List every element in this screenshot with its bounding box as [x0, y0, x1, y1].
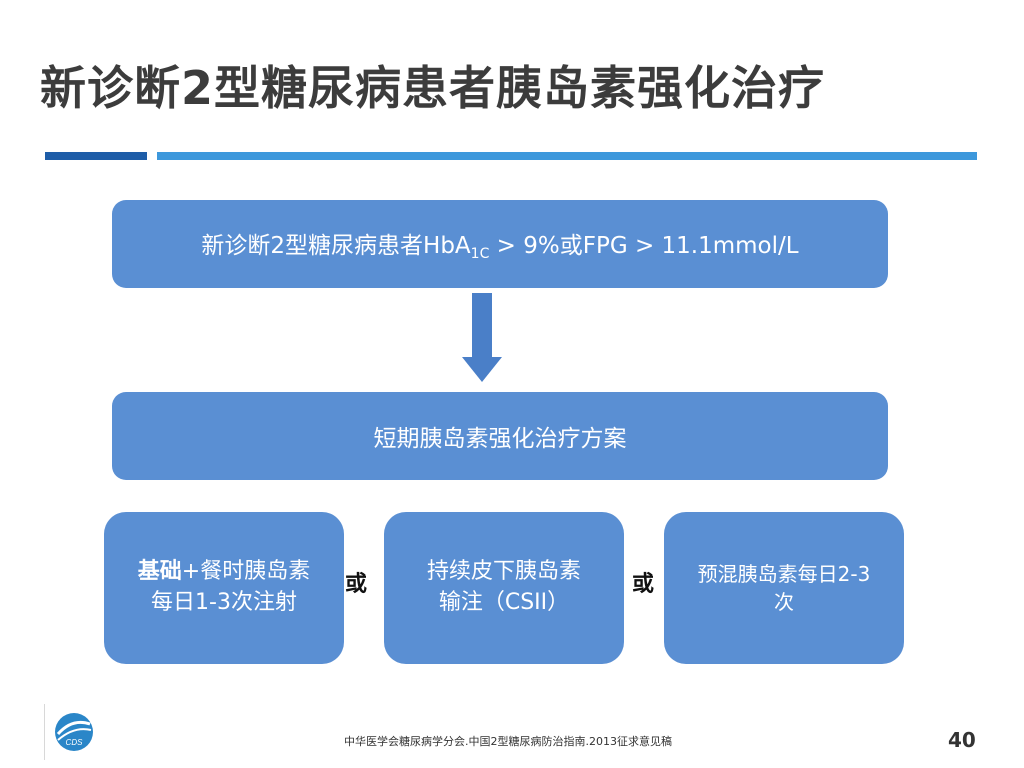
- criteria-box: 新诊断2型糖尿病患者HbA1C > 9%或FPG > 11.1mmol/L: [112, 200, 888, 288]
- title-rule-light: [157, 152, 977, 160]
- or-label-1: 或: [345, 572, 368, 597]
- page-number: 40: [948, 728, 976, 752]
- slide-title: 新诊断2型糖尿病患者胰岛素强化治疗: [40, 61, 826, 115]
- option-csii-box: 持续皮下胰岛素 输注（CSII）: [384, 512, 624, 664]
- option-basal-bolus-box: 基础+餐时胰岛素 每日1-3次注射: [104, 512, 344, 664]
- criteria-text: 新诊断2型糖尿病患者HbA1C > 9%或FPG > 11.1mmol/L: [201, 233, 799, 262]
- svg-text:CDS: CDS: [66, 738, 84, 747]
- citation-footer: 中华医学会糖尿病学分会.中国2型糖尿病防治指南.2013征求意见稿: [344, 735, 672, 748]
- option-c-line1: 预混胰岛素每日2-3: [697, 562, 871, 586]
- or-label-2: 或: [632, 572, 655, 597]
- logo-divider: [44, 704, 45, 760]
- option-a-line1: 基础+餐时胰岛素: [137, 559, 311, 585]
- option-c-line2: 次: [773, 590, 794, 614]
- cds-logo-icon: CDS: [55, 713, 93, 751]
- option-premixed-box: 预混胰岛素每日2-3 次: [664, 512, 904, 664]
- title-rule-dark: [45, 152, 147, 160]
- option-b-line1: 持续皮下胰岛素: [426, 559, 581, 585]
- down-arrow-icon: [462, 293, 502, 382]
- option-b-line2: 输注（CSII）: [438, 590, 570, 615]
- option-a-bold: 基础: [137, 559, 182, 585]
- plan-text: 短期胰岛素强化治疗方案: [373, 426, 627, 452]
- plan-box: 短期胰岛素强化治疗方案: [112, 392, 888, 480]
- option-a-line2: 每日1-3次注射: [151, 590, 297, 615]
- hba1c-subscript: 1C: [470, 246, 490, 262]
